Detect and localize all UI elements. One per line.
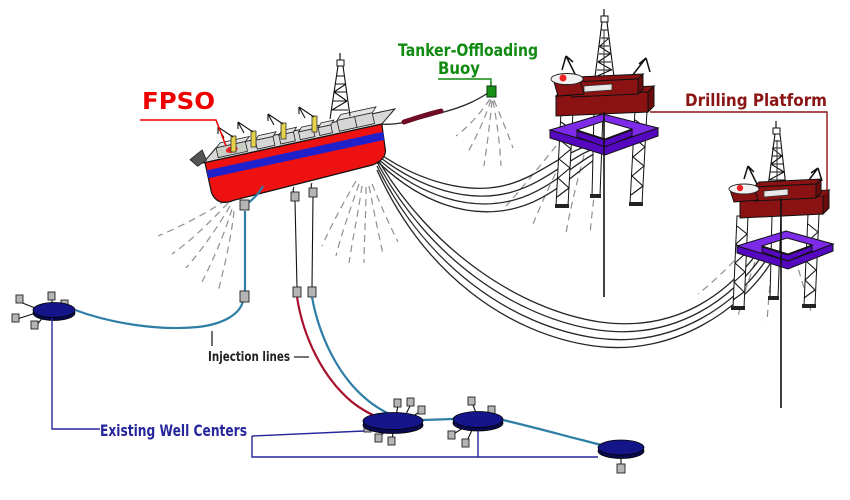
label-buoy: Buoy [438,59,480,79]
wellhead [11,313,20,323]
riser-connector [290,191,300,202]
fpso-stern-mooring-lines [321,180,399,264]
drilling-platform-1 [548,9,660,297]
platform1-helipad-dot [559,74,567,82]
wellhead [374,433,383,443]
injection-lines-leader [211,331,309,358]
wellhead [47,291,56,301]
flowline-west [74,300,245,330]
injection-line-red [295,296,384,421]
platform2-derrick [767,121,787,188]
well-center-middle-2 [447,396,504,448]
wellhead [393,398,402,408]
riser-connector [292,286,302,298]
platform2-helipad [728,183,760,195]
platform2-pontoon [735,230,835,270]
fpso-bow-fairlead [189,149,207,167]
riser-connector [307,286,317,298]
injection-line-blue [310,296,392,416]
riser-connector [239,199,250,211]
well-center-west [11,291,76,330]
platform2-cranes [743,165,823,185]
hose-floating-section [401,108,444,125]
fpso-cranes [217,106,318,153]
label-tanker-offloading: Tanker-Offloading [398,41,538,61]
crane-icon [298,106,318,133]
subsea-network [11,182,645,474]
well-center-middle-1 [362,397,426,446]
subsea-manifold [362,412,424,430]
fpso-hull-stripe [206,131,385,179]
platform2-helipad-dot [736,184,744,192]
wellhead [387,436,396,446]
wellhead [467,396,476,406]
platform1-deck [550,72,656,117]
drilling-platform-leader-line [650,111,828,197]
flowline-center-link [422,417,454,422]
production-risers-to-platform2 [376,157,771,349]
platform2-deck [728,177,831,219]
fpso-derrick [329,53,351,120]
label-existing-well-centers: Existing Well Centers [100,421,247,440]
fpso-bow-mooring-lines [157,199,235,293]
wellhead [406,397,415,407]
offloading-hose [380,92,489,125]
wellhead [447,430,456,440]
subsea-manifold [32,302,76,318]
label-drilling-platform: Drilling Platform [685,91,827,111]
well-centers-leader-lines [51,318,598,458]
buoy-mooring-lines [455,98,514,167]
crane-icon [237,121,257,148]
label-injection-lines: Injection lines [208,350,290,365]
platform1-mooring-lines [505,145,601,236]
flowline-east [502,418,611,449]
platform1-cranes [561,55,651,77]
riser-connector [239,290,250,303]
well-center-east [597,439,645,474]
wellhead [616,463,626,474]
buoy-leader-line [438,78,492,85]
fpso-vessel [189,53,397,203]
crane-icon [267,113,287,140]
label-fpso: FPSO [142,89,215,115]
riser-connector [308,187,318,198]
subsea-manifold [597,439,645,456]
drilling-platform-2 [728,121,835,408]
fpso-leader-line [140,119,227,147]
wellhead [461,438,470,448]
wellhead [15,294,24,304]
platform1-helipad [550,73,584,85]
wellhead [417,405,426,415]
subsea-manifold [452,411,504,428]
wellhead [30,320,39,330]
